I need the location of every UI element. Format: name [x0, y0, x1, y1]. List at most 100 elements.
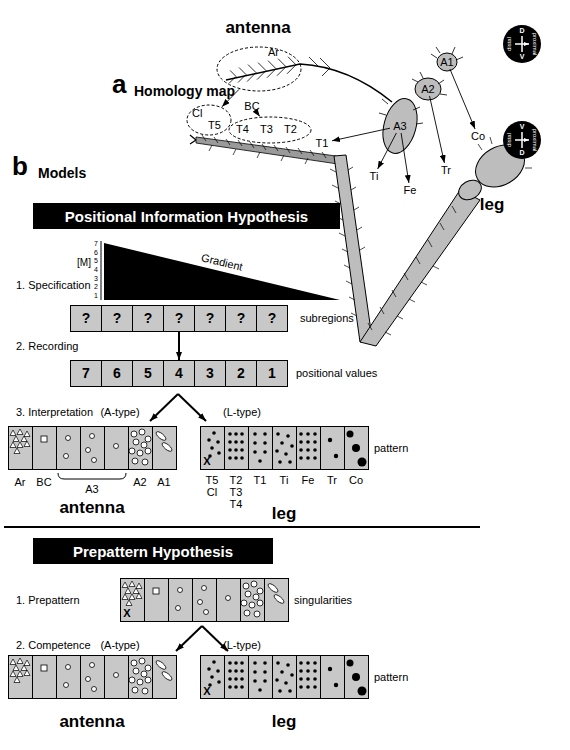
- section-divider: [4, 526, 480, 528]
- label-text: T3: [230, 486, 243, 498]
- homology-arrow: [401, 133, 409, 183]
- label-text: Ti: [280, 474, 289, 486]
- node-text: 3: [206, 367, 214, 380]
- unknown-cell: ?: [256, 305, 288, 332]
- node-text: Cl: [192, 107, 202, 120]
- label-text: T2: [230, 474, 243, 486]
- label-text: 1. Specification: [16, 279, 91, 291]
- node-text: T4: [236, 123, 249, 136]
- segment-label: A2: [418, 82, 438, 96]
- label-text: Co: [349, 474, 363, 486]
- unknown-cell: ?: [163, 305, 195, 332]
- split-arrow: [178, 394, 206, 421]
- leg-pattern: [201, 656, 369, 699]
- label-text: 1: [94, 292, 98, 300]
- antenna-drawing: [377, 95, 422, 157]
- antenna-drawing: [226, 64, 392, 102]
- label-text: Homology map: [134, 84, 235, 99]
- node-text: Ar: [268, 46, 279, 59]
- label-text: T5: [206, 474, 219, 486]
- homology-arrow: [332, 128, 390, 141]
- value-cell: 2: [225, 360, 257, 387]
- label-text: 6: [94, 249, 98, 257]
- label-text: 7: [94, 240, 98, 248]
- segment-label: Ti: [364, 169, 384, 183]
- label-text: Tr: [327, 474, 337, 486]
- node-text: positional values: [296, 367, 377, 380]
- leg-drawing: [196, 137, 338, 164]
- label-text: (L-type): [223, 406, 261, 418]
- axis-compass: [503, 121, 541, 159]
- value-cell: 5: [132, 360, 164, 387]
- value-cell: 4: [163, 360, 195, 387]
- label-text: 1. Prepattern: [16, 594, 80, 606]
- node-text: T5: [208, 119, 221, 132]
- node-text: 7: [82, 367, 90, 380]
- label-text: Fe: [302, 474, 315, 486]
- label-text: A3: [85, 483, 98, 495]
- label-text: Ar: [15, 476, 26, 488]
- leg-drawing: [330, 167, 365, 316]
- node-text: T1: [316, 137, 329, 150]
- split-arrow: [176, 626, 202, 651]
- node-text: A2: [421, 83, 434, 96]
- node-text: BC: [244, 100, 259, 113]
- label-text: pattern: [374, 442, 408, 454]
- antenna-drawing: [229, 57, 330, 84]
- node-text: A1: [440, 56, 453, 69]
- band-title: Prepattern Hypothesis: [73, 545, 233, 558]
- label-text: b: [12, 152, 28, 181]
- label-text: 2: [94, 283, 98, 291]
- node-text: 4: [175, 367, 183, 380]
- positional-row: positional values7654321: [70, 360, 288, 387]
- gradient-wedge: [101, 241, 102, 300]
- label-text: A1: [157, 476, 170, 488]
- homology-arrow: [257, 113, 260, 116]
- node-text: 6: [113, 367, 121, 380]
- homology-arrow: [378, 133, 397, 169]
- segment-label: Tr: [436, 163, 456, 177]
- value-cell: 7: [70, 360, 102, 387]
- label-text: A2: [133, 476, 146, 488]
- node-text: ?: [175, 312, 184, 325]
- label-text: (A-type): [100, 406, 139, 418]
- value-cell: 6: [101, 360, 133, 387]
- prepattern-row: [121, 579, 289, 622]
- leg-drawing: [190, 135, 196, 144]
- segment-label: Co: [468, 129, 488, 143]
- antenna-drawing: [226, 47, 463, 157]
- subregion-row: subregions???????: [70, 305, 288, 332]
- label-text: 5: [94, 257, 98, 265]
- segment-label: T1: [312, 136, 332, 150]
- label-text: leg: [272, 505, 297, 524]
- prepattern-row: [121, 579, 289, 622]
- node-text: ?: [237, 312, 246, 325]
- unknown-cell: ?: [132, 305, 164, 332]
- label-text: a: [112, 70, 126, 99]
- node-text: A3: [393, 120, 406, 133]
- segment-label: A3: [390, 119, 410, 133]
- label-text: pattern: [374, 671, 408, 683]
- leg-drawing: [190, 135, 532, 346]
- label-text: BC: [36, 476, 51, 488]
- label-text: singularities: [294, 594, 352, 606]
- label-text: antenna: [225, 19, 290, 38]
- gradient-wedge: [104, 243, 340, 300]
- unknown-cell: ?: [194, 305, 226, 332]
- node-text: subregions: [300, 312, 354, 325]
- value-cell: 1: [256, 360, 288, 387]
- label-text: leg: [480, 196, 505, 215]
- axis-compass: [515, 132, 529, 148]
- label-text: distal: [506, 133, 513, 147]
- leg-pattern: [201, 427, 369, 470]
- leg-drawing: [202, 135, 326, 164]
- label-text: 3. Interpretation: [16, 406, 93, 418]
- split-arrow: [150, 394, 178, 421]
- label-text: 4: [94, 266, 98, 274]
- node-text: Tr: [441, 164, 451, 177]
- label-text: 2. Competence: [16, 639, 91, 651]
- axis-compass: [515, 36, 529, 52]
- label-text: T1: [254, 474, 267, 486]
- label-text: X: [203, 685, 210, 697]
